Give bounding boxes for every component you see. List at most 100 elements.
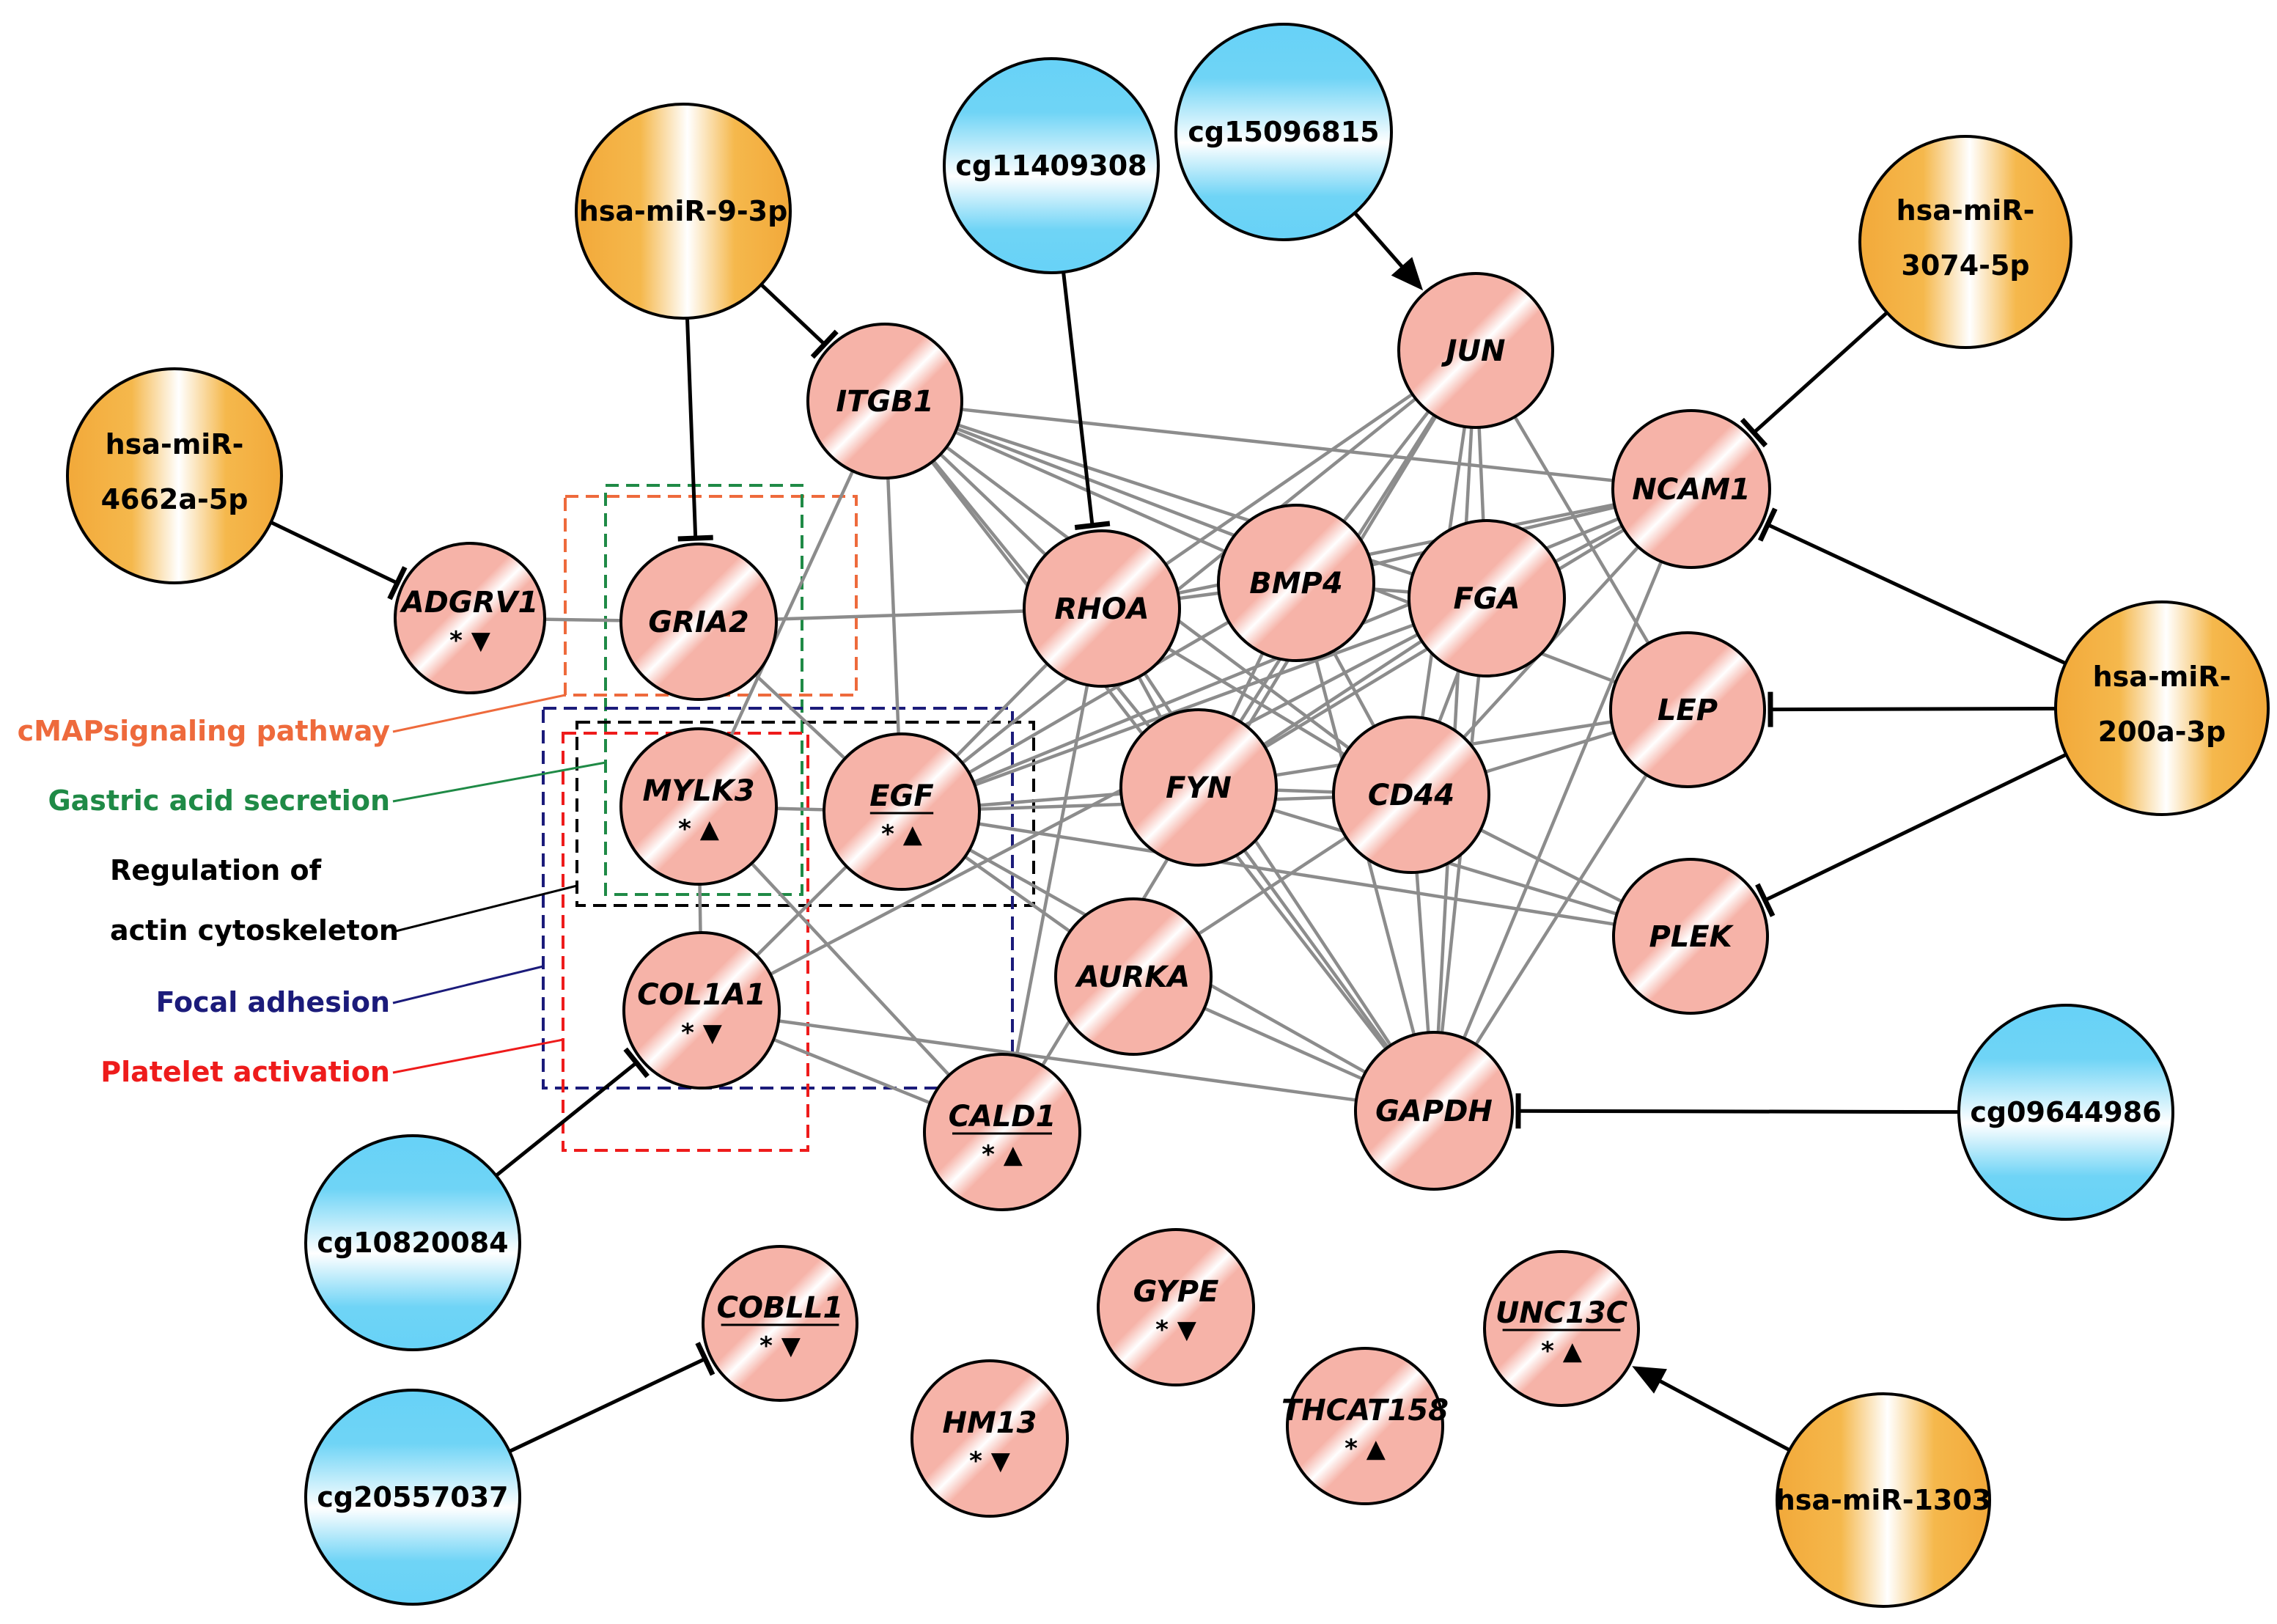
gene-circle [619,727,778,886]
legend-label-platelet: Platelet activation [100,1056,390,1088]
gene-label: GYPE [1133,1275,1219,1309]
gene-node-egf[interactable]: EGF* ▲ [823,732,981,891]
regulatory-edge-mir200-NCAM1 [1767,523,2067,666]
gene-node-lep[interactable]: LEP [1609,631,1766,788]
interaction-edge-COL1A1-GAPDH [701,1008,1435,1113]
mirna-node-mir4662[interactable]: hsa-miR- 4662a-5p [66,367,283,584]
gene-node-cd44[interactable]: CD44 [1332,716,1490,874]
gene-circle [1332,716,1490,874]
legend-leader-focal [392,965,544,1004]
regulatory-edge-cg10820084-COL1A1-bar [623,1047,650,1079]
expression-marker: * ▲ [1345,1434,1386,1463]
gene-node-gype[interactable]: GYPE* ▼ [1097,1228,1255,1386]
gene-node-cald1[interactable]: CALD1* ▲ [923,1053,1081,1211]
mirna-node-mir1303[interactable]: hsa-miR-1303 [1776,1392,1992,1608]
legend-leader-actin [395,884,578,933]
gene-circle [1483,1250,1640,1407]
expression-marker: * ▼ [449,626,491,655]
gene-circle [806,323,963,480]
legend-label-cmap: cMAPsignaling pathway [18,715,391,747]
gene-label: CD44 [1368,779,1454,812]
cpg-node-cg11409308[interactable]: cg11409308 [943,57,1160,274]
regulator-circle [1957,1004,2174,1221]
regulator-circle [304,1134,521,1351]
regulator-label: hsa-miR-1303 [1776,1484,1992,1516]
cpg-node-cg09644986[interactable]: cg09644986 [1957,1004,2174,1221]
gene-label: ITGB1 [836,385,933,419]
gene-label: AURKA [1075,960,1190,994]
gene-circle [823,732,981,891]
pathway-box-gastric [604,484,803,896]
regulator-label: 4662a-5p [101,483,249,515]
interaction-edge-ITGB1-FGA [884,399,1487,600]
gene-node-mylk3[interactable]: MYLK3 * ▲ [619,727,778,886]
expression-marker: * ▲ [678,815,720,844]
regulatory-edge-cg11409308-RHOA [1062,271,1095,526]
gene-node-thcat158[interactable]: THCAT158 * ▲ [1281,1347,1449,1505]
mirna-node-mir3074[interactable]: hsa-miR-3074-5p [1858,135,2072,349]
gene-label: RHOA [1054,592,1149,626]
gene-circle [394,542,546,694]
gene-node-plek[interactable]: PLEK [1612,858,1769,1015]
gene-circle [1609,631,1766,788]
gene-node-itgb1[interactable]: ITGB1 [806,323,963,480]
gene-label: COL1A1 [637,978,765,1012]
regulator-circle [1174,23,1393,241]
gene-circle [1286,1347,1444,1505]
gene-label: EGF [869,779,933,813]
gene-node-adgrv1[interactable]: ADGRV1* ▼ [394,542,546,694]
gene-label: CALD1 [949,1100,1056,1134]
gene-node-jun[interactable]: JUN [1397,272,1554,429]
legend-label-focal: Focal adhesion [156,986,390,1018]
gene-label: FYN [1166,771,1232,805]
regulatory-edge-mir3074-NCAM1 [1752,311,1888,434]
gene-label: LEP [1658,694,1718,727]
regulator-label: hsa-miR- [106,428,244,460]
gene-node-hm13[interactable]: HM13* ▼ [911,1359,1069,1518]
regulator-circle [304,1389,521,1606]
gene-circle [1119,708,1278,867]
regulatory-edge-mir200-NCAM1-bar [1757,507,1778,542]
gene-label: MYLK3 [642,774,754,808]
regulatory-edge-cg09644986-GAPDH [1518,1109,1960,1114]
cpg-node-cg15096815[interactable]: cg15096815 [1174,23,1393,241]
regulatory-edge-mir200-PLEK-bar [1755,883,1776,917]
regulatory-edge-mir9-GRIA2 [685,317,698,539]
gene-label: GRIA2 [648,606,748,639]
gene-node-ncam1[interactable]: NCAM1 [1611,409,1771,569]
pathway-box-cmap [564,495,858,697]
gene-node-aurka[interactable]: AURKA [1054,897,1213,1056]
regulator-label: hsa-miR-9-3p [579,195,788,227]
gene-node-cobll1[interactable]: COBLL1* ▼ [702,1245,858,1402]
regulator-circle [1858,135,2072,349]
gene-node-fga[interactable]: FGA [1408,519,1566,677]
gene-label: JUN [1441,334,1506,368]
regulatory-edge-cg15096815-JUN [1353,211,1410,276]
regulatory-edge-cg20557037-COBLL1 [508,1357,706,1453]
gene-node-col1a1[interactable]: COL1A1 * ▼ [622,931,781,1090]
legend-label-actin: actin cytoskeleton [110,914,399,947]
pathway-box-platelet [562,732,809,1152]
regulatory-edge-cg20557037-COBLL1-bar [695,1342,716,1376]
mirna-node-mir9[interactable]: hsa-miR-9-3p [575,103,792,320]
expression-marker: * ▼ [969,1447,1011,1476]
gene-circle [1408,519,1566,677]
gene-circle [1054,897,1213,1056]
gene-node-gria2[interactable]: GRIA2 [619,543,778,701]
regulatory-edges [270,211,2067,1453]
gene-label: THCAT158 [1281,1394,1449,1428]
cpg-node-cg10820084[interactable]: cg10820084 [304,1134,521,1351]
gene-node-gapdh[interactable]: GAPDH [1354,1031,1514,1191]
expression-marker: * ▼ [681,1018,723,1048]
legend-leader-cmap [392,694,566,733]
mirna-node-mir200[interactable]: hsa-miR-200a-3p [2054,600,2270,816]
gene-node-fyn[interactable]: FYN [1119,708,1278,867]
cpg-node-cg20557037[interactable]: cg20557037 [304,1389,521,1606]
gene-label: UNC13C [1496,1296,1627,1330]
gene-node-rhoa[interactable]: RHOA [1023,529,1181,688]
gene-label: COBLL1 [717,1291,844,1325]
gene-node-bmp4[interactable]: BMP4 [1217,504,1375,662]
gene-node-unc13c[interactable]: UNC13C* ▲ [1483,1250,1640,1407]
